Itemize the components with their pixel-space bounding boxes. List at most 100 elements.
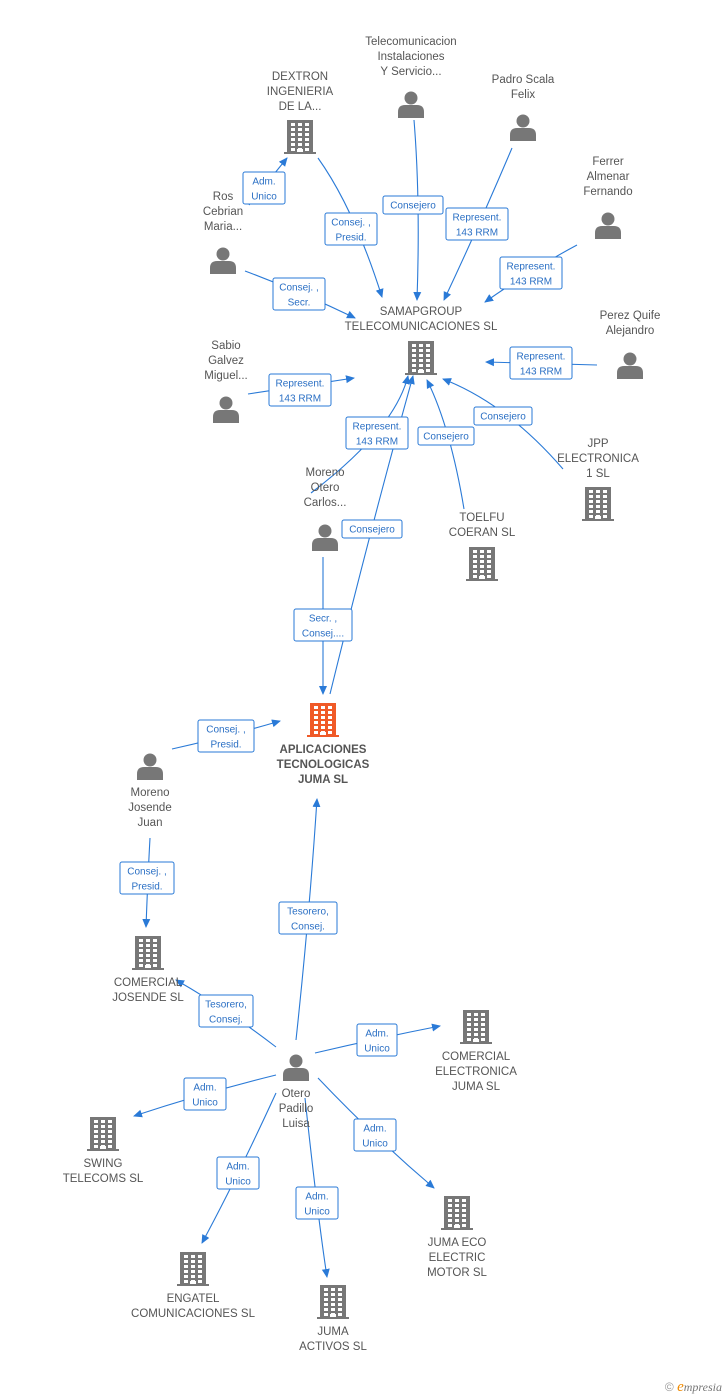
node-label: Alejandro [606, 325, 655, 337]
node-label: Felix [511, 89, 536, 101]
edge-label-text: Consej. , [279, 283, 318, 294]
edge-label-text: Adm. [226, 1162, 249, 1173]
edge-label-ferrer-to-samapgroup: Represent.143 RRM [499, 256, 563, 290]
node-label: Padro Scala [492, 74, 555, 86]
edge-label-moreno_otero-to-aplicaciones: Secr. ,Consej.... [293, 608, 353, 642]
node-label: Padillo [279, 1103, 314, 1115]
node-label: COMERCIAL [114, 977, 183, 989]
edge-label-text: 143 RRM [520, 367, 562, 378]
edge-label-text: Consej.... [302, 629, 344, 640]
building-icon [177, 1252, 209, 1286]
edge-label-text: Adm. [193, 1083, 216, 1094]
empresia-logo-e: e [677, 1379, 684, 1395]
edge-label-box [216, 1156, 260, 1190]
edge-label-text: Presid. [131, 882, 162, 893]
node-comercial_electronica[interactable]: COMERCIAL ELECTRONICA JUMA SL [435, 1010, 517, 1093]
node-moreno_otero[interactable]: MorenoOteroCarlos... [304, 467, 347, 551]
edge-label-box [197, 719, 255, 753]
node-label: Fernando [583, 186, 632, 198]
building-icon [405, 341, 437, 375]
node-label: Galvez [208, 355, 244, 367]
brand-footer: © empresia [665, 1379, 722, 1396]
node-label: MOTOR SL [427, 1267, 487, 1279]
node-label: TELECOMS SL [63, 1173, 144, 1185]
edge-label-text: Presid. [210, 740, 241, 751]
node-label: JUMA [317, 1326, 349, 1338]
node-label: Otero [311, 482, 340, 494]
node-label: ELECTRONICA [435, 1066, 517, 1078]
node-label: Juan [138, 817, 163, 829]
node-label: Sabio [211, 340, 240, 352]
edge-label-text: Represent. [517, 352, 566, 363]
edge-label-box [417, 426, 475, 446]
edge-label-box [198, 994, 254, 1028]
edge-label-otero-to-juma_eco: Adm.Unico [353, 1118, 397, 1152]
edge-label-box [341, 519, 403, 539]
edge-label-text: 143 RRM [279, 394, 321, 405]
edge-label-text: Adm. [305, 1192, 328, 1203]
edge-label-box [293, 608, 353, 642]
node-label: COMUNICACIONES SL [131, 1308, 256, 1320]
edge-label-box [445, 207, 509, 241]
edge-label-text: Consejero [423, 432, 469, 443]
node-label: JUMA SL [452, 1081, 501, 1093]
node-sabio[interactable]: SabioGalvezMiguel... [204, 340, 248, 423]
node-label: COMERCIAL [442, 1051, 511, 1063]
edge-label-text: Unico [192, 1098, 218, 1109]
edge-label-text: Consej. [209, 1015, 243, 1026]
focus-building-icon [307, 703, 339, 737]
edge-label-moreno_josende-to-comercial_josende: Consej. , Presid. [119, 861, 175, 895]
node-label: Perez Quife [600, 310, 661, 322]
edge-label-box [356, 1023, 398, 1057]
node-label: ELECTRONICA [557, 453, 639, 465]
edge-label-telecom_inst-to-samapgroup: Consejero [382, 195, 444, 215]
node-label: JOSENDE SL [112, 992, 184, 1004]
node-label: Telecomunicacion [365, 36, 456, 48]
edge-label-text: Represent. [507, 262, 556, 273]
edge-label-box [268, 373, 332, 407]
edge-label-box [295, 1186, 339, 1220]
node-comercial_josende[interactable]: COMERCIAL JOSENDE SL [112, 936, 184, 1004]
edge-label-box [278, 901, 338, 935]
node-label: DEXTRON [272, 71, 328, 83]
edge-label-otero-to-juma_activos: Adm.Unico [295, 1186, 339, 1220]
edge-label-text: Consej. , [331, 218, 370, 229]
building-icon [87, 1117, 119, 1151]
node-label: ENGATEL [167, 1293, 220, 1305]
edge-label-otero-to-comercial_josende: Tesorero, Consej. [198, 994, 254, 1028]
edge-label-text: Represent. [353, 422, 402, 433]
edge-label-dextron-to-samapgroup: Consej. ,Presid. [324, 212, 378, 246]
node-engatel[interactable]: ENGATEL COMUNICACIONES SL [131, 1252, 256, 1320]
edge-label-text: Adm. [252, 177, 275, 188]
node-label: Josende [128, 802, 171, 814]
node-label: Miguel... [204, 370, 247, 382]
node-label: Ferrer [592, 156, 623, 168]
node-label: Instalaciones [377, 51, 444, 63]
node-ros[interactable]: RosCebrianMaria... [203, 191, 243, 274]
node-label: Almenar [587, 171, 630, 183]
edge-label-ros-to-dextron: Adm.Unico [242, 171, 286, 205]
edge-label-text: Consej. , [127, 867, 166, 878]
edge-label-text: Consejero [480, 412, 526, 423]
person-icon [510, 114, 536, 141]
edge-label-text: Consej. [291, 922, 325, 933]
edge-label-text: Tesorero, [205, 1000, 247, 1011]
edge-label-moreno_josende-to-aplicaciones: Consej. ,Presid. [197, 719, 255, 753]
edge-label-jpp-to-samapgroup: Consejero [473, 406, 533, 426]
